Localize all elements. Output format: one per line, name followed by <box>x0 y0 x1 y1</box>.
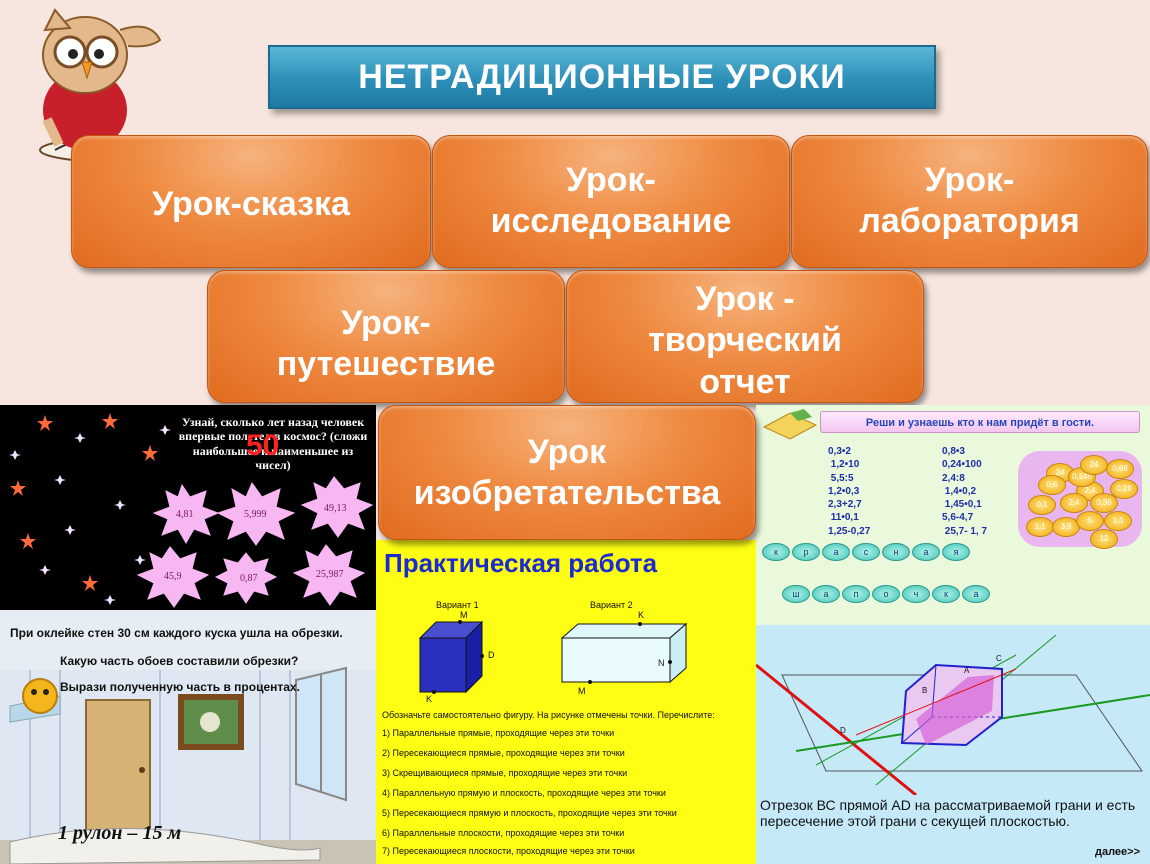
star-field: 4,81 5,999 49,13 45,9 0,87 25,987 <box>9 413 374 608</box>
lesson-laboratory[interactable]: Урок- лаборатория <box>791 135 1148 268</box>
riddle-panel: Реши и узнаешь кто к нам придёт в гости.… <box>756 405 1150 625</box>
room-illustration <box>0 666 376 864</box>
coin: 0,1 <box>1028 495 1056 515</box>
burst-number: 0,87 <box>240 573 258 584</box>
practical-heading: Практическая работа <box>384 548 658 578</box>
letter-bead: я <box>942 543 970 561</box>
letter-bead: п <box>842 585 870 603</box>
letter-bead: а <box>812 585 840 603</box>
lesson-label: Урок- путешествие <box>276 304 496 384</box>
letter-bead: р <box>792 543 820 561</box>
coin: 0,36 <box>1090 493 1118 513</box>
space-answer-number: 50 <box>246 429 280 462</box>
burst-number: 45,9 <box>164 571 182 582</box>
burst-number: 49,13 <box>324 503 347 514</box>
letter-bead: ш <box>782 585 810 603</box>
letter-bead: к <box>932 585 960 603</box>
letter-bead: а <box>822 543 850 561</box>
letter-bead: с <box>852 543 880 561</box>
riddle-header: Реши и узнаешь кто к нам придёт в гости. <box>820 411 1140 433</box>
room-line-2: Какую часть обоев составили обрезки? <box>60 654 299 668</box>
letter-bead: н <box>882 543 910 561</box>
variant-2-label: Вариант 2 <box>590 600 633 610</box>
lesson-invention[interactable]: Урок изобретательства <box>378 405 756 540</box>
figures-illustration <box>418 620 688 694</box>
riddle-left-column: 0,3•2 1,2•10 5,5:5 1,2•0,3 2,3+2,7 11•0,… <box>828 446 871 537</box>
coin: 1,1 <box>1104 511 1132 531</box>
coin: 2,4 <box>1060 493 1088 513</box>
variant-1-label: Вариант 1 <box>436 600 479 610</box>
lesson-label: Урок- лаборатория <box>859 161 1080 241</box>
letter-bead: а <box>912 543 940 561</box>
space-question: Узнай, сколько лет назад человек впервые… <box>178 415 368 473</box>
lesson-fairy-tale[interactable]: Урок-сказка <box>71 135 431 268</box>
room-line-1: При оклейке стен 30 см каждого куска ушл… <box>10 626 343 640</box>
coin: 0,98 <box>1106 459 1134 479</box>
coin: 0,6 <box>1038 475 1066 495</box>
task-item: 5) Пересекающиеся прямую и плоскость, пр… <box>382 808 677 818</box>
svg-text:A: A <box>964 666 970 675</box>
number-burst <box>300 476 374 538</box>
section-diagram: A B C D <box>756 634 1150 795</box>
point-label: M <box>460 610 468 620</box>
task-item: 1) Параллельные прямые, проходящие через… <box>382 728 615 738</box>
burst-number: 4,81 <box>176 509 194 520</box>
coin: 0,28 <box>1110 479 1138 499</box>
number-burst <box>152 483 220 545</box>
task-item: 6) Параллельные плоскости, проходящие че… <box>382 828 625 838</box>
point-label: D <box>488 650 495 660</box>
practical-instruction: Обозначьте самостоятельно фигуру. На рис… <box>382 710 715 720</box>
burst-number: 25,987 <box>316 569 344 580</box>
task-item: 4) Параллельную прямую и плоскость, прох… <box>382 788 666 798</box>
lesson-label: Урок- исследование <box>490 161 732 241</box>
number-burst <box>292 544 366 606</box>
coin: 24 <box>1080 455 1108 475</box>
wallpaper-problem-panel: При оклейке стен 30 см каждого куска ушл… <box>0 610 376 864</box>
coin: 12 <box>1090 529 1118 549</box>
task-item: 7) Пересекающиеся плоскости, проходящие … <box>382 846 635 856</box>
owl-illustration <box>39 8 191 163</box>
geometry-caption: Отрезок ВС прямой АD на рассматриваемой … <box>760 797 1136 830</box>
letter-bead: о <box>872 585 900 603</box>
page-title: НЕТРАДИЦИОННЫЕ УРОКИ <box>268 45 936 109</box>
lesson-creative-report[interactable]: Урок - творческий отчет <box>566 270 924 403</box>
point-label: K <box>426 694 433 704</box>
task-item: 3) Скрещивающиеся прямые, проходящие чер… <box>382 768 628 778</box>
point-label: K <box>638 610 645 620</box>
letter-bead: ч <box>902 585 930 603</box>
geometry-panel: A B C D Отрезок ВС прямой АD на рассматр… <box>756 625 1150 864</box>
letter-bead: к <box>762 543 790 561</box>
lesson-label: Урок-сказка <box>152 185 350 223</box>
lesson-label: Урок изобретательства <box>413 433 721 513</box>
practical-work-panel: Практическая работа Вариант 1 Вариант 2 … <box>376 540 756 864</box>
lesson-journey[interactable]: Урок- путешествие <box>207 270 565 403</box>
coin: 5 <box>1076 511 1104 531</box>
riddle-right-column: 0,8•3 0,24•100 2,4:8 1,4•0,2 1,45•0,1 5,… <box>942 446 988 537</box>
svg-text:C: C <box>996 654 1002 663</box>
task-item: 2) Пересекающиеся прямые, проходящие чер… <box>382 748 625 758</box>
coin: 1,1 <box>1026 517 1054 537</box>
lesson-label: Урок - творческий отчет <box>648 280 842 401</box>
room-line-3: Вырази полученную часть в процентах. <box>60 680 300 694</box>
svg-text:D: D <box>840 726 846 735</box>
point-label: M <box>578 686 586 696</box>
number-burst <box>214 552 278 604</box>
lesson-research[interactable]: Урок- исследование <box>432 135 790 268</box>
book-icon <box>762 409 818 440</box>
roll-length: 1 рулон – 15 м <box>58 822 182 844</box>
letter-bead: а <box>962 585 990 603</box>
burst-number: 5,999 <box>244 509 267 520</box>
svg-text:B: B <box>922 686 927 695</box>
next-button[interactable]: далее>> <box>1094 846 1140 858</box>
point-label: N <box>658 658 665 668</box>
space-quiz-panel: 4,81 5,999 49,13 45,9 0,87 25,987 Узнай,… <box>0 405 376 610</box>
number-burst <box>136 546 210 608</box>
number-burst <box>216 481 296 546</box>
